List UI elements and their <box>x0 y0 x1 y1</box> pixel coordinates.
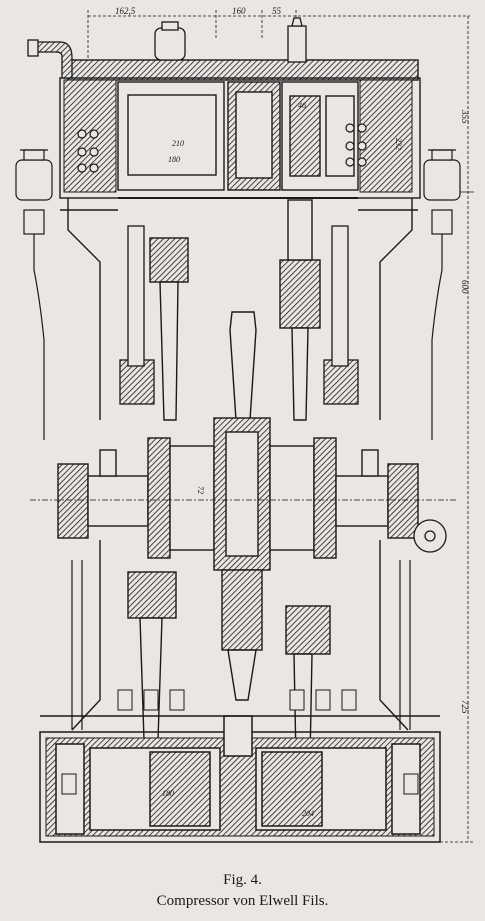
compressor-drawing: 162,5 160 55 355 600 725 <box>15 6 474 843</box>
top-dimension-line <box>87 10 470 60</box>
port-holes-left <box>77 129 99 173</box>
bottom-cylinders <box>39 715 441 843</box>
gear-wheel-right <box>413 519 447 553</box>
port-holes-right <box>345 123 367 167</box>
lower-guide-rods <box>71 560 411 730</box>
figure-label: Fig. 4. <box>223 872 262 888</box>
dim-right-upper: 355 <box>460 109 470 124</box>
frame-columns <box>60 198 418 731</box>
dim-bottom-180: 180 <box>162 789 174 798</box>
crankshaft <box>30 417 458 571</box>
dim-top-left: 162,5 <box>115 6 136 16</box>
dim-inner-180-top: 180 <box>168 155 180 164</box>
cylinder-head <box>59 59 421 199</box>
oil-cup-right <box>423 149 461 440</box>
dim-top-mid: 160 <box>232 6 246 16</box>
oil-cup-left <box>15 149 53 440</box>
dim-inner-210: 210 <box>172 139 184 148</box>
dim-bottom-204: 204 <box>302 809 314 818</box>
right-dimension-line <box>440 16 474 843</box>
dim-top-right: 55 <box>272 6 282 16</box>
dim-inner-46: 46 <box>298 101 306 110</box>
dim-right-lower: 725 <box>460 700 470 714</box>
bottom-nuts <box>61 689 419 795</box>
crosshead-right <box>323 225 359 405</box>
connecting-rods-upper <box>149 199 321 421</box>
dim-inner-232: 232 <box>394 138 403 150</box>
counterweight <box>229 311 257 421</box>
crosshead-left <box>119 225 155 405</box>
dim-right-mid: 600 <box>460 280 470 294</box>
top-fittings <box>27 17 307 79</box>
figure-title: Compressor von Elwell Fils. <box>156 893 329 909</box>
dim-inner-72: 72 <box>196 486 205 494</box>
